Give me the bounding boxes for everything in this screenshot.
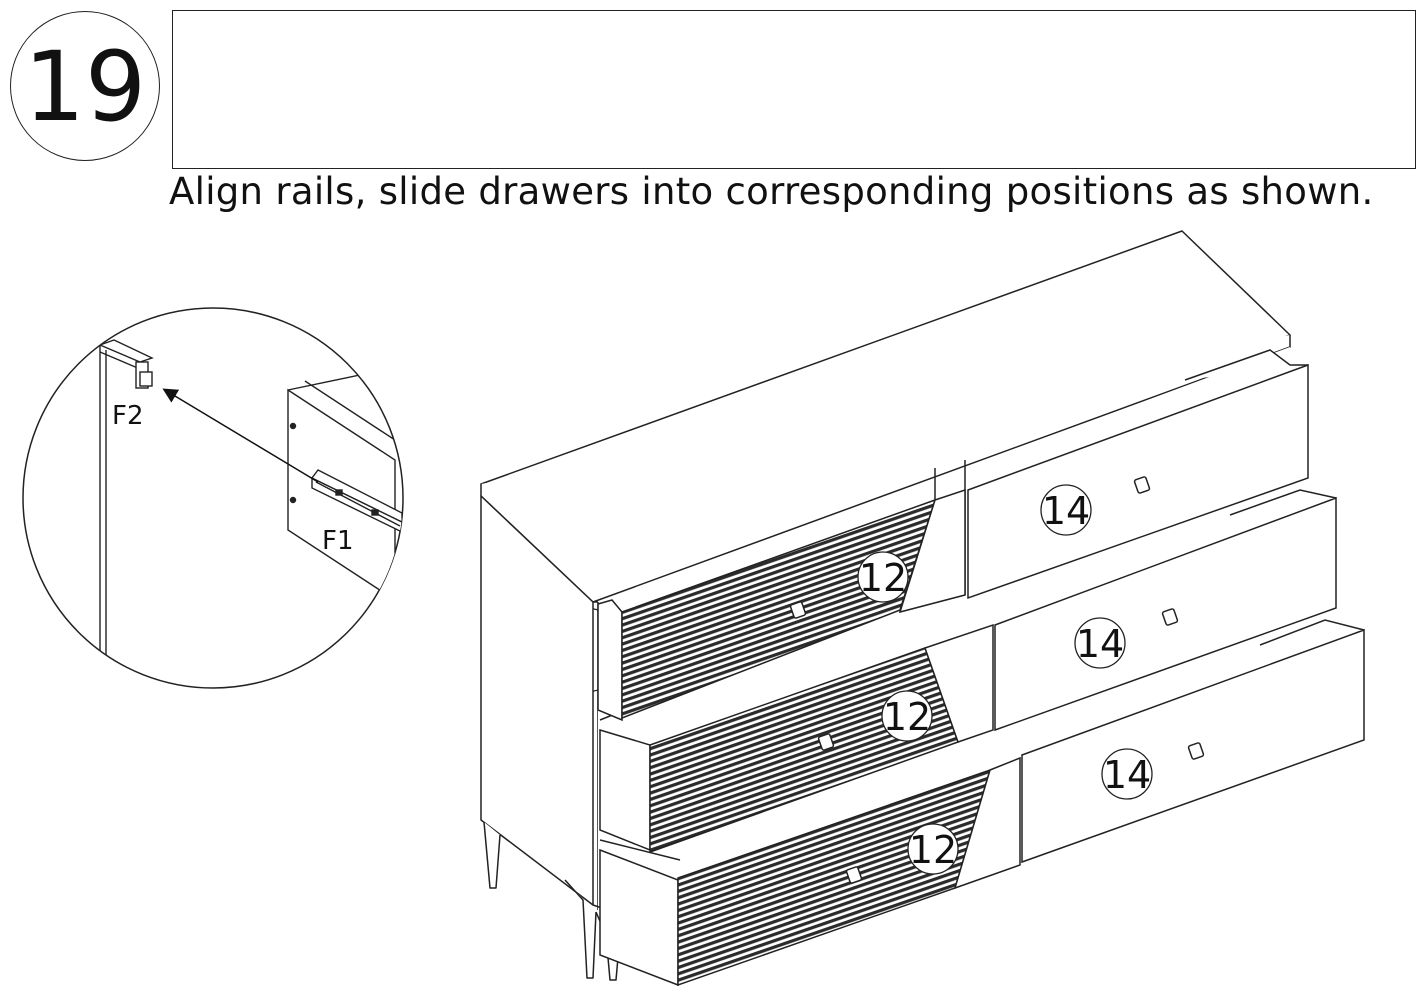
knob (845, 866, 863, 884)
callout-12-middle: 12 (881, 690, 933, 742)
knob (1133, 476, 1151, 494)
right-drawers (967, 349, 1365, 864)
knob (1187, 742, 1205, 760)
svg-text:14: 14 (1042, 489, 1090, 533)
callout-12-bottom: 12 (907, 823, 959, 875)
label-f2: F2 (112, 401, 144, 431)
svg-text:12: 12 (909, 828, 957, 872)
drawer-14-bottom (1021, 619, 1365, 864)
knob (789, 601, 807, 619)
drawer-14-middle (994, 489, 1337, 732)
drawer-14-top (967, 349, 1309, 600)
step-title-box (172, 10, 1416, 169)
leg-back (483, 821, 501, 889)
align-arrow (162, 388, 319, 483)
detail-magnifier: F2 F1 (22, 307, 404, 689)
svg-text:14: 14 (1076, 622, 1124, 666)
drawer-12-middle (599, 623, 994, 854)
knob (817, 733, 835, 751)
callout-12-top: 12 (857, 551, 909, 603)
step-number: 19 (23, 31, 147, 143)
svg-text:14: 14 (1103, 753, 1151, 797)
drawer-12-top (597, 488, 966, 722)
callout-14-middle: 14 (1074, 617, 1126, 669)
part-callouts: 12 12 12 14 14 14 (857, 484, 1153, 875)
knob (1161, 608, 1179, 626)
label-f1: F1 (322, 526, 354, 556)
drawer-12-bottom (599, 756, 1021, 987)
left-drawers (597, 488, 1021, 987)
step-number-badge: 19 (10, 11, 160, 161)
step-instruction: Align rails, slide drawers into correspo… (169, 170, 1374, 213)
svg-text:12: 12 (859, 556, 907, 600)
rail-f2 (98, 339, 154, 389)
callout-14-bottom: 14 (1101, 748, 1153, 800)
svg-text:12: 12 (883, 695, 931, 739)
leg-front-left (564, 879, 597, 979)
callout-14-top: 14 (1040, 484, 1092, 536)
